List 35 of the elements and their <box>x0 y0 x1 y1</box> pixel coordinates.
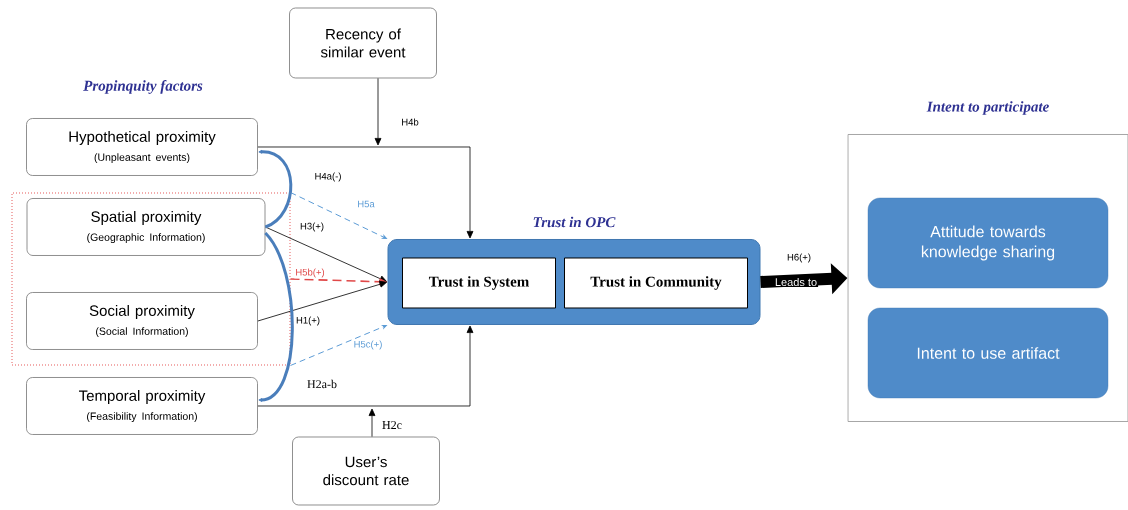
edge-label: H4b <box>400 117 420 127</box>
proximity-box: Social proximity (Social Information) <box>26 292 258 350</box>
dashed-arrow <box>290 325 387 366</box>
edge-label: H2a-b <box>306 378 338 390</box>
dashed-arrow <box>290 192 387 239</box>
arrow <box>257 146 474 239</box>
proximity-box: User’s discount rate <box>292 436 440 506</box>
trust-box: Trust in System <box>402 257 556 309</box>
hypothesis-label: H6(+) <box>787 253 811 263</box>
arrow <box>374 78 382 146</box>
panel-heading: Trust in OPC <box>533 216 616 228</box>
edge-label: H5c(+) <box>352 339 384 351</box>
arrow <box>368 408 376 437</box>
outcome-box: Attitude towards knowledge sharing <box>867 197 1109 289</box>
arrow <box>257 325 474 407</box>
edge-label: H3(+) <box>299 221 325 233</box>
edge-label: Leads to <box>773 276 819 288</box>
curved-arrow <box>258 149 293 229</box>
proximity-box: Hypothetical proximity (Unpleasant events) <box>26 118 258 176</box>
arrow <box>265 226 387 282</box>
edge-label: H5b(+) <box>294 267 326 279</box>
group-heading: Propinquity factors <box>83 80 203 94</box>
panel-heading: Intent to participate <box>926 101 1049 115</box>
proximity-box: Temporal proximity (Feasibility Information) <box>26 377 258 435</box>
proximity-box: Recency of similar event <box>289 7 437 79</box>
curved-arrow <box>258 232 294 402</box>
arrow <box>257 280 387 322</box>
proximity-box: Spatial proximity (Geographic Information) <box>26 198 266 256</box>
edge-label: H1(+) <box>295 315 321 327</box>
group-frame <box>11 192 291 366</box>
trust-box: Trust in Community <box>564 257 748 309</box>
edge-label: H4a(-) <box>313 171 343 183</box>
edge-label: H2c <box>381 419 403 430</box>
outcome-box: Intent to use artifact <box>867 307 1109 399</box>
edge-label: H5a <box>356 199 376 209</box>
